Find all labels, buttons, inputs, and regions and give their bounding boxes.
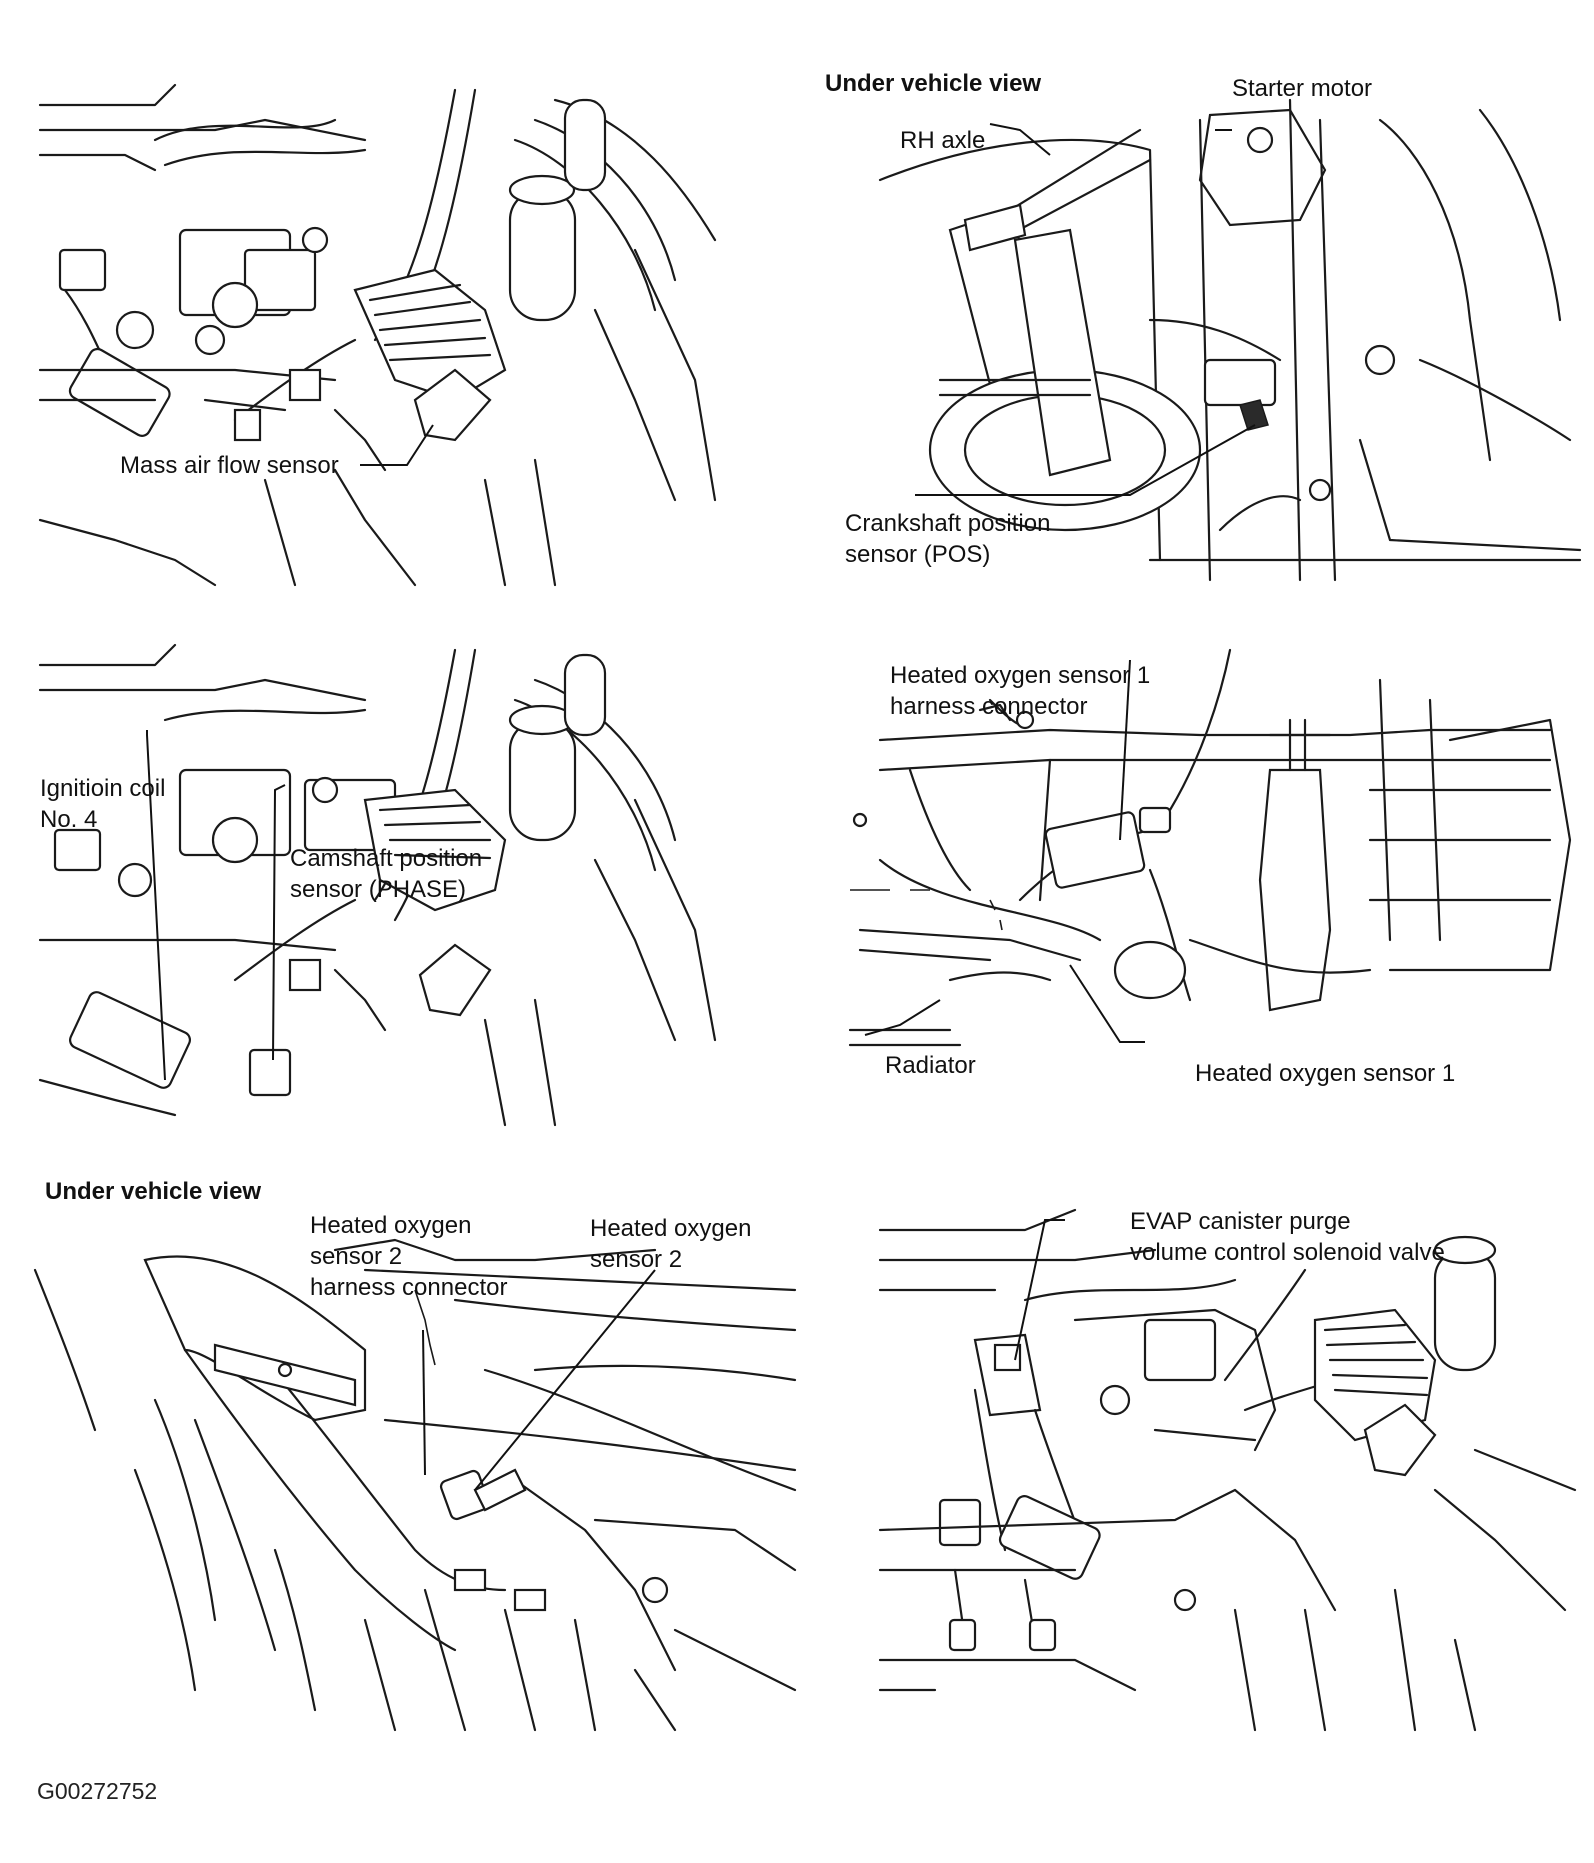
ho2s1-label: Heated oxygen sensor 1: [1195, 1060, 1456, 1087]
mass-air-flow-sensor-label: Mass air flow sensor: [120, 452, 339, 479]
radiator-label: Radiator: [885, 1052, 976, 1079]
figure-id: G00272752: [37, 1778, 158, 1804]
panel-heated-oxygen-sensor-1: Heated oxygen sensor 1 harness connector…: [848, 640, 1580, 1110]
engine-bay-illustration: [38, 83, 717, 587]
panel-mass-air-flow-sensor: Mass air flow sensor: [35, 80, 725, 590]
radiator-area-illustration: [848, 648, 1572, 1047]
camshaft-position-sensor-label: Camshaft position sensor (PHASE): [290, 845, 483, 903]
ho2s1-harness-connector-label: Heated oxygen sensor 1 harness connector: [890, 662, 1151, 720]
under-vehicle-view-heading: Under vehicle view: [825, 70, 1042, 97]
evap-purge-valve-label: EVAP canister purge volume control solen…: [1130, 1208, 1445, 1266]
rh-axle-label: RH axle: [900, 127, 986, 154]
ho2s2-label: Heated oxygen sensor 2: [590, 1215, 752, 1273]
ho2s2-harness-connector-label: Heated oxygen sensor 2 harness connector: [310, 1212, 508, 1301]
engine-bay-illustration-3: [878, 1208, 1577, 1732]
under-vehicle-view-heading-2: Under vehicle view: [45, 1178, 262, 1205]
crankshaft-position-sensor-label: Crankshaft position sensor (POS): [845, 510, 1051, 568]
panel-camshaft-position-sensor: Ignitioin coil No. 4 Camshaft position s…: [35, 640, 725, 1130]
under-vehicle-illustration: [878, 98, 1582, 582]
panel-heated-oxygen-sensor-2: Under vehicle view Heated oxygen sensor …: [33, 1170, 797, 1740]
panel-evap-purge-valve: EVAP canister purge volume control solen…: [875, 1190, 1577, 1740]
starter-motor-label: Starter motor: [1232, 75, 1373, 102]
engine-bay-illustration-2: [38, 643, 717, 1127]
panel-crankshaft-position-sensor: Under vehicle view Starter motor RH axle…: [820, 60, 1582, 600]
ignition-coil-label: Ignitioin coil No. 4: [40, 775, 166, 833]
exhaust-area-illustration: [33, 1238, 797, 1732]
